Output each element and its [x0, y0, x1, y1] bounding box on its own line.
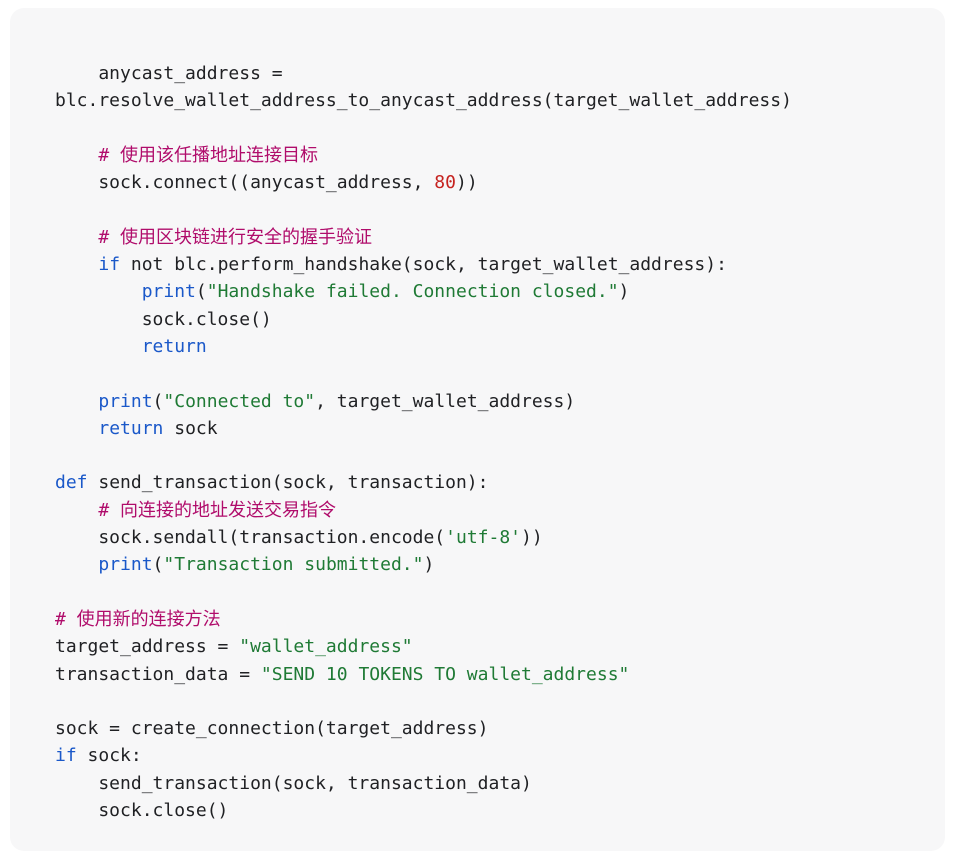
code-line	[55, 442, 945, 469]
code-content: anycast_address = blc.resolve_wallet_addr…	[55, 60, 945, 824]
code-line: sock.sendall(transaction.encode('utf-8')…	[55, 524, 945, 551]
code-keyword: print	[141, 281, 196, 303]
code-comment: # 向连接的地址发送交易指令	[55, 499, 337, 521]
code-text	[55, 554, 98, 575]
code-line: if not blc.perform_handshake(sock, targe…	[55, 251, 945, 278]
code-text: sock.connect((anycast_address,	[55, 172, 435, 194]
code-text: , target_wallet_address)	[315, 390, 576, 412]
code-line	[55, 115, 945, 142]
code-text: sock.sendall(transaction.encode(	[55, 527, 446, 549]
code-keyword: return	[98, 417, 164, 439]
code-text: (	[195, 281, 207, 303]
code-line: def send_transaction(sock, transaction):	[55, 469, 945, 496]
code-text	[55, 336, 142, 357]
code-text: (	[152, 390, 164, 412]
code-line: transaction_data = "SEND 10 TOKENS TO wa…	[55, 661, 945, 688]
code-text: anycast_address =	[55, 63, 283, 84]
code-line: print("Handshake failed. Connection clos…	[55, 278, 945, 305]
code-keyword: if	[55, 745, 77, 767]
code-text: send_transaction(sock, transaction_data)	[55, 772, 532, 794]
code-text: (	[152, 554, 164, 576]
code-line: sock.close()	[55, 797, 945, 824]
code-block: anycast_address = blc.resolve_wallet_addr…	[10, 8, 945, 851]
code-line: send_transaction(sock, transaction_data)	[55, 770, 945, 797]
code-line: sock = create_connection(target_address)	[55, 715, 945, 742]
code-string: 'utf-8'	[445, 527, 521, 549]
code-line: # 使用区块链进行安全的握手验证	[55, 224, 945, 251]
code-text: ))	[455, 172, 478, 194]
code-line: # 使用该任播地址连接目标	[55, 142, 945, 169]
code-line: anycast_address =	[55, 60, 945, 87]
code-text	[55, 281, 142, 302]
code-text: sock = create_connection(target_address)	[55, 718, 489, 740]
code-string: "wallet_address"	[239, 636, 413, 658]
code-text: blc.resolve_wallet_address_to_anycast_ad…	[55, 90, 792, 112]
code-line: target_address = "wallet_address"	[55, 633, 945, 660]
code-comment: # 使用该任播地址连接目标	[55, 144, 319, 166]
code-keyword: return	[141, 335, 207, 357]
code-line: sock.close()	[55, 306, 945, 333]
code-text	[55, 254, 98, 275]
code-text	[55, 391, 98, 412]
code-line	[55, 360, 945, 387]
code-text: not blc.perform_handshake(sock, target_w…	[120, 254, 727, 276]
code-line	[55, 688, 945, 715]
code-line: # 向连接的地址发送交易指令	[55, 497, 945, 524]
code-text: send_transaction(sock, transaction):	[87, 472, 489, 494]
code-text: target_address =	[55, 636, 240, 658]
code-text: sock.close()	[55, 800, 229, 822]
code-line: print("Transaction submitted.")	[55, 551, 945, 578]
code-keyword: def	[55, 472, 88, 494]
code-number: 80	[434, 172, 456, 194]
code-string: "Transaction submitted."	[163, 554, 424, 576]
code-line: sock.connect((anycast_address, 80))	[55, 169, 945, 196]
code-text: sock.close()	[55, 308, 272, 330]
code-keyword: print	[98, 554, 153, 576]
code-line	[55, 196, 945, 223]
code-line: # 使用新的连接方法	[55, 606, 945, 633]
code-keyword: if	[98, 254, 121, 276]
code-keyword: print	[98, 390, 153, 412]
code-string: "Connected to"	[163, 390, 316, 412]
code-text: sock	[163, 417, 218, 439]
code-text: sock:	[76, 745, 142, 767]
code-string: "SEND 10 TOKENS TO wallet_address"	[260, 663, 630, 685]
code-comment: # 使用区块链进行安全的握手验证	[55, 226, 373, 248]
code-line: blc.resolve_wallet_address_to_anycast_ad…	[55, 87, 945, 114]
code-line: print("Connected to", target_wallet_addr…	[55, 388, 945, 415]
code-string: "Handshake failed. Connection closed."	[206, 281, 619, 303]
code-text: transaction_data =	[55, 663, 261, 685]
code-line	[55, 579, 945, 606]
code-text: )	[618, 281, 630, 303]
code-text: )	[423, 554, 435, 576]
code-line: if sock:	[55, 742, 945, 769]
code-text: ))	[521, 527, 543, 549]
code-text	[55, 418, 98, 439]
code-comment: # 使用新的连接方法	[55, 608, 221, 630]
code-line: return	[55, 333, 945, 360]
code-line: return sock	[55, 415, 945, 442]
